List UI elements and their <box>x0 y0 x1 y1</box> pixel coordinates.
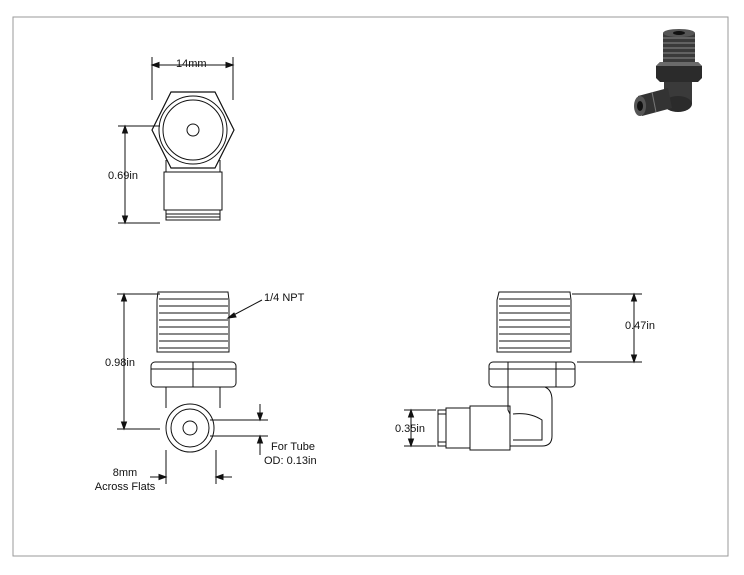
top-width-dim-label: 14mm <box>176 58 207 70</box>
front-height-dim-label: 0.98in <box>105 357 135 369</box>
sheet-border <box>12 16 729 557</box>
tube-od-label-1: For Tube <box>271 441 316 453</box>
top-view <box>118 57 235 225</box>
flats-label-2: Across Flats <box>94 481 156 493</box>
side-view <box>404 291 642 451</box>
tube-od-label-2: OD: 0.13in <box>264 455 317 467</box>
thread-note-label: 1/4 NPT <box>264 292 305 304</box>
iso-render-icon <box>634 29 702 116</box>
side-thread-height-dim-label: 0.47in <box>625 320 655 332</box>
side-tube-dim-label: 0.35in <box>395 423 425 435</box>
front-view <box>117 291 268 484</box>
top-height-dim-label: 0.69in <box>108 170 138 182</box>
flats-label-1: 8mm <box>112 467 138 479</box>
